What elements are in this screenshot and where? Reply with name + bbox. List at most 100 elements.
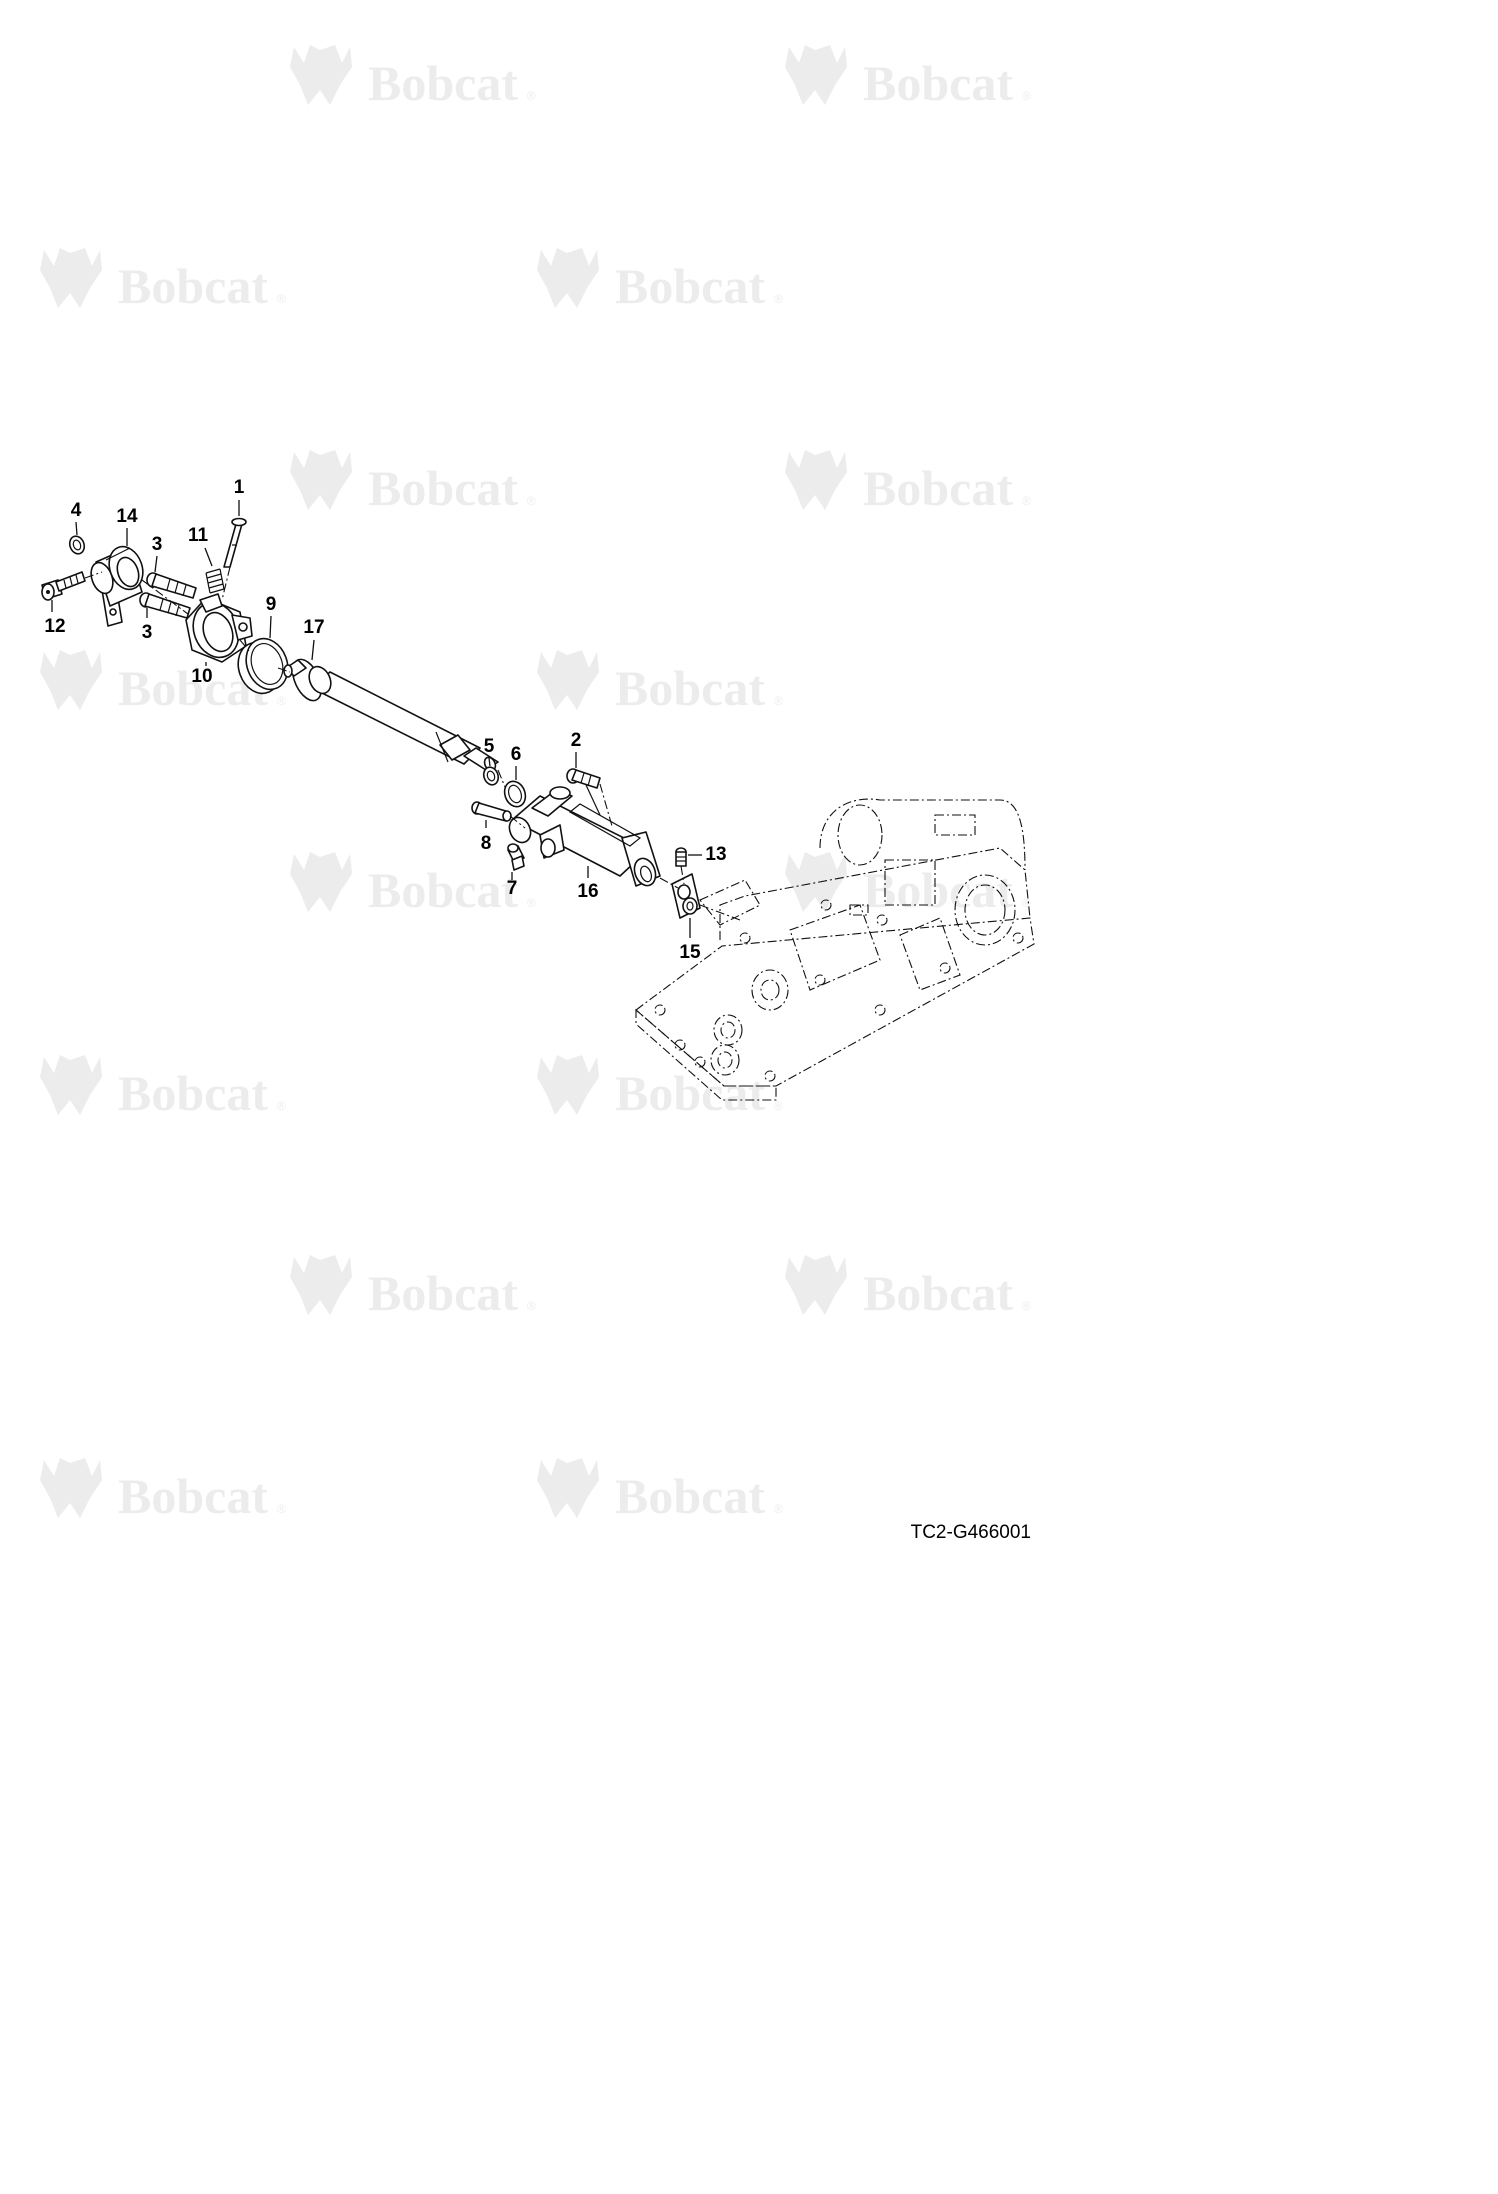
bobcat-watermark: Bobcat ® <box>537 650 783 716</box>
part-13-set-screw <box>675 847 687 867</box>
part-7-grease-fitting <box>507 843 525 871</box>
bobcat-logo-icon <box>40 650 102 710</box>
part-14-bracket-housing <box>90 545 144 627</box>
watermark-registered-mark: ® <box>527 89 536 103</box>
bobcat-logo-icon <box>290 45 352 105</box>
callout-number-label: 17 <box>303 617 324 638</box>
watermark-registered-mark: ® <box>1022 494 1031 508</box>
callout-number-label: 14 <box>116 506 138 527</box>
part-8-pin <box>471 801 512 822</box>
bobcat-watermark: Bobcat® <box>537 1055 783 1121</box>
exploded-view-diagram: Bobcat ® Bobcat ® Bobcat ® Bobcat ® Bobcat ® Bobca… <box>40 45 1035 1524</box>
callout-14: 14 <box>116 506 138 546</box>
bobcat-watermark: Bobcat ® <box>785 1255 1031 1321</box>
bobcat-watermark: Bobcat® <box>290 450 536 516</box>
callout-number-label: 10 <box>191 666 212 687</box>
bobcat-logo-icon <box>785 45 847 105</box>
watermark-brand-text: Bobcat <box>368 55 518 111</box>
transmission-housing-reference <box>635 798 1035 1101</box>
bobcat-logo-icon <box>40 248 102 308</box>
part-2-bolt <box>566 768 601 789</box>
callout-4: 4 <box>71 500 82 536</box>
watermark-brand-text: Bobcat <box>863 862 1013 918</box>
callout-7: 7 <box>507 872 518 899</box>
watermark-registered-mark: ® <box>277 694 286 708</box>
callout-10: 10 <box>191 662 213 687</box>
callout-8: 8 <box>481 820 492 854</box>
watermark-brand-text: Bobcat <box>863 55 1013 111</box>
part-15-link <box>671 873 701 919</box>
watermark-registered-mark: ® <box>774 694 783 708</box>
callout-leader-line <box>154 555 158 573</box>
callout-11: 11 <box>188 525 213 567</box>
bobcat-logo-icon <box>537 248 599 308</box>
watermark-registered-mark: ® <box>1022 1299 1031 1313</box>
callout-number-label: 7 <box>507 878 518 899</box>
callout-number-label: 6 <box>511 744 522 765</box>
bobcat-watermark: Bobcat® <box>290 1255 536 1321</box>
callout-9: 9 <box>266 594 276 639</box>
drawing-reference-code: TC2-G466001 <box>910 1522 1031 1543</box>
part-5-o-ring <box>482 766 500 786</box>
bobcat-logo-icon <box>537 1055 599 1115</box>
part-1-pin <box>223 517 247 568</box>
bobcat-watermark: Bobcat® <box>40 1458 286 1524</box>
bobcat-watermark: Bobcat® <box>785 852 1031 918</box>
part-16-lever-assembly <box>508 784 661 887</box>
callout-number-label: 8 <box>481 833 492 854</box>
assembly-axis-lines <box>84 566 741 921</box>
callout-2: 2 <box>571 730 582 768</box>
watermark-brand-text: Bobcat <box>368 1265 518 1321</box>
callout-leader-line <box>269 615 272 639</box>
callout-number-label: 15 <box>679 942 701 963</box>
watermark-brand-text: Bobcat <box>863 1265 1013 1321</box>
watermark-brand-text: Bobcat <box>118 1065 268 1121</box>
watermark-registered-mark: ® <box>277 292 286 306</box>
callout-number-label: 12 <box>44 616 65 637</box>
callout-number-label: 5 <box>484 736 495 757</box>
watermark-brand-text: Bobcat <box>615 1468 765 1524</box>
callout-3a: 3 <box>152 534 162 573</box>
watermark-brand-text: Bobcat <box>863 460 1013 516</box>
bobcat-logo-icon <box>785 852 847 912</box>
bobcat-watermark: Bobcat ® <box>785 45 1031 111</box>
callout-number-label: 13 <box>705 844 726 865</box>
watermark-brand-text: Bobcat <box>118 258 268 314</box>
bobcat-logo-icon <box>290 852 352 912</box>
bobcat-logo-icon <box>537 650 599 710</box>
bobcat-logo-icon <box>40 1055 102 1115</box>
callout-1: 1 <box>234 477 245 516</box>
bobcat-logo-icon <box>290 450 352 510</box>
watermark-brand-text: Bobcat <box>368 862 518 918</box>
callout-number-label: 3 <box>142 622 153 643</box>
part-11-spring <box>205 568 225 594</box>
callout-leader-line <box>488 757 491 767</box>
watermark-brand-text: Bobcat <box>615 258 765 314</box>
callout-number-label: 1 <box>234 477 245 498</box>
bobcat-watermark: Bobcat® <box>290 852 536 918</box>
watermark-brand-text: Bobcat <box>118 1468 268 1524</box>
callout-3b: 3 <box>142 608 153 643</box>
callout-13: 13 <box>688 844 727 865</box>
part-17-shaft <box>283 658 499 772</box>
bobcat-watermark: Bobcat ® <box>40 248 286 314</box>
callout-15: 15 <box>679 918 701 963</box>
watermark-layer: Bobcat ® Bobcat ® Bobcat ® Bobcat ® Bobcat ® Bobca… <box>40 45 1031 1524</box>
bobcat-logo-icon <box>40 1458 102 1518</box>
watermark-registered-mark: ® <box>1022 89 1031 103</box>
callout-leader-line <box>311 639 315 661</box>
part-6-o-ring <box>503 780 527 808</box>
callout-leader-line <box>75 521 78 536</box>
callout-number-label: 11 <box>188 525 209 546</box>
part-3-bolt-upper <box>146 572 197 599</box>
bobcat-logo-icon <box>537 1458 599 1518</box>
callout-6: 6 <box>511 744 522 780</box>
bobcat-logo-icon <box>785 450 847 510</box>
callout-number-label: 2 <box>571 730 582 751</box>
bobcat-logo-icon <box>785 1255 847 1315</box>
bobcat-watermark: Bobcat® <box>537 248 783 314</box>
watermark-brand-text: Bobcat <box>615 660 765 716</box>
callout-number-label: 4 <box>71 500 82 521</box>
part-10-support-bracket <box>185 593 253 663</box>
